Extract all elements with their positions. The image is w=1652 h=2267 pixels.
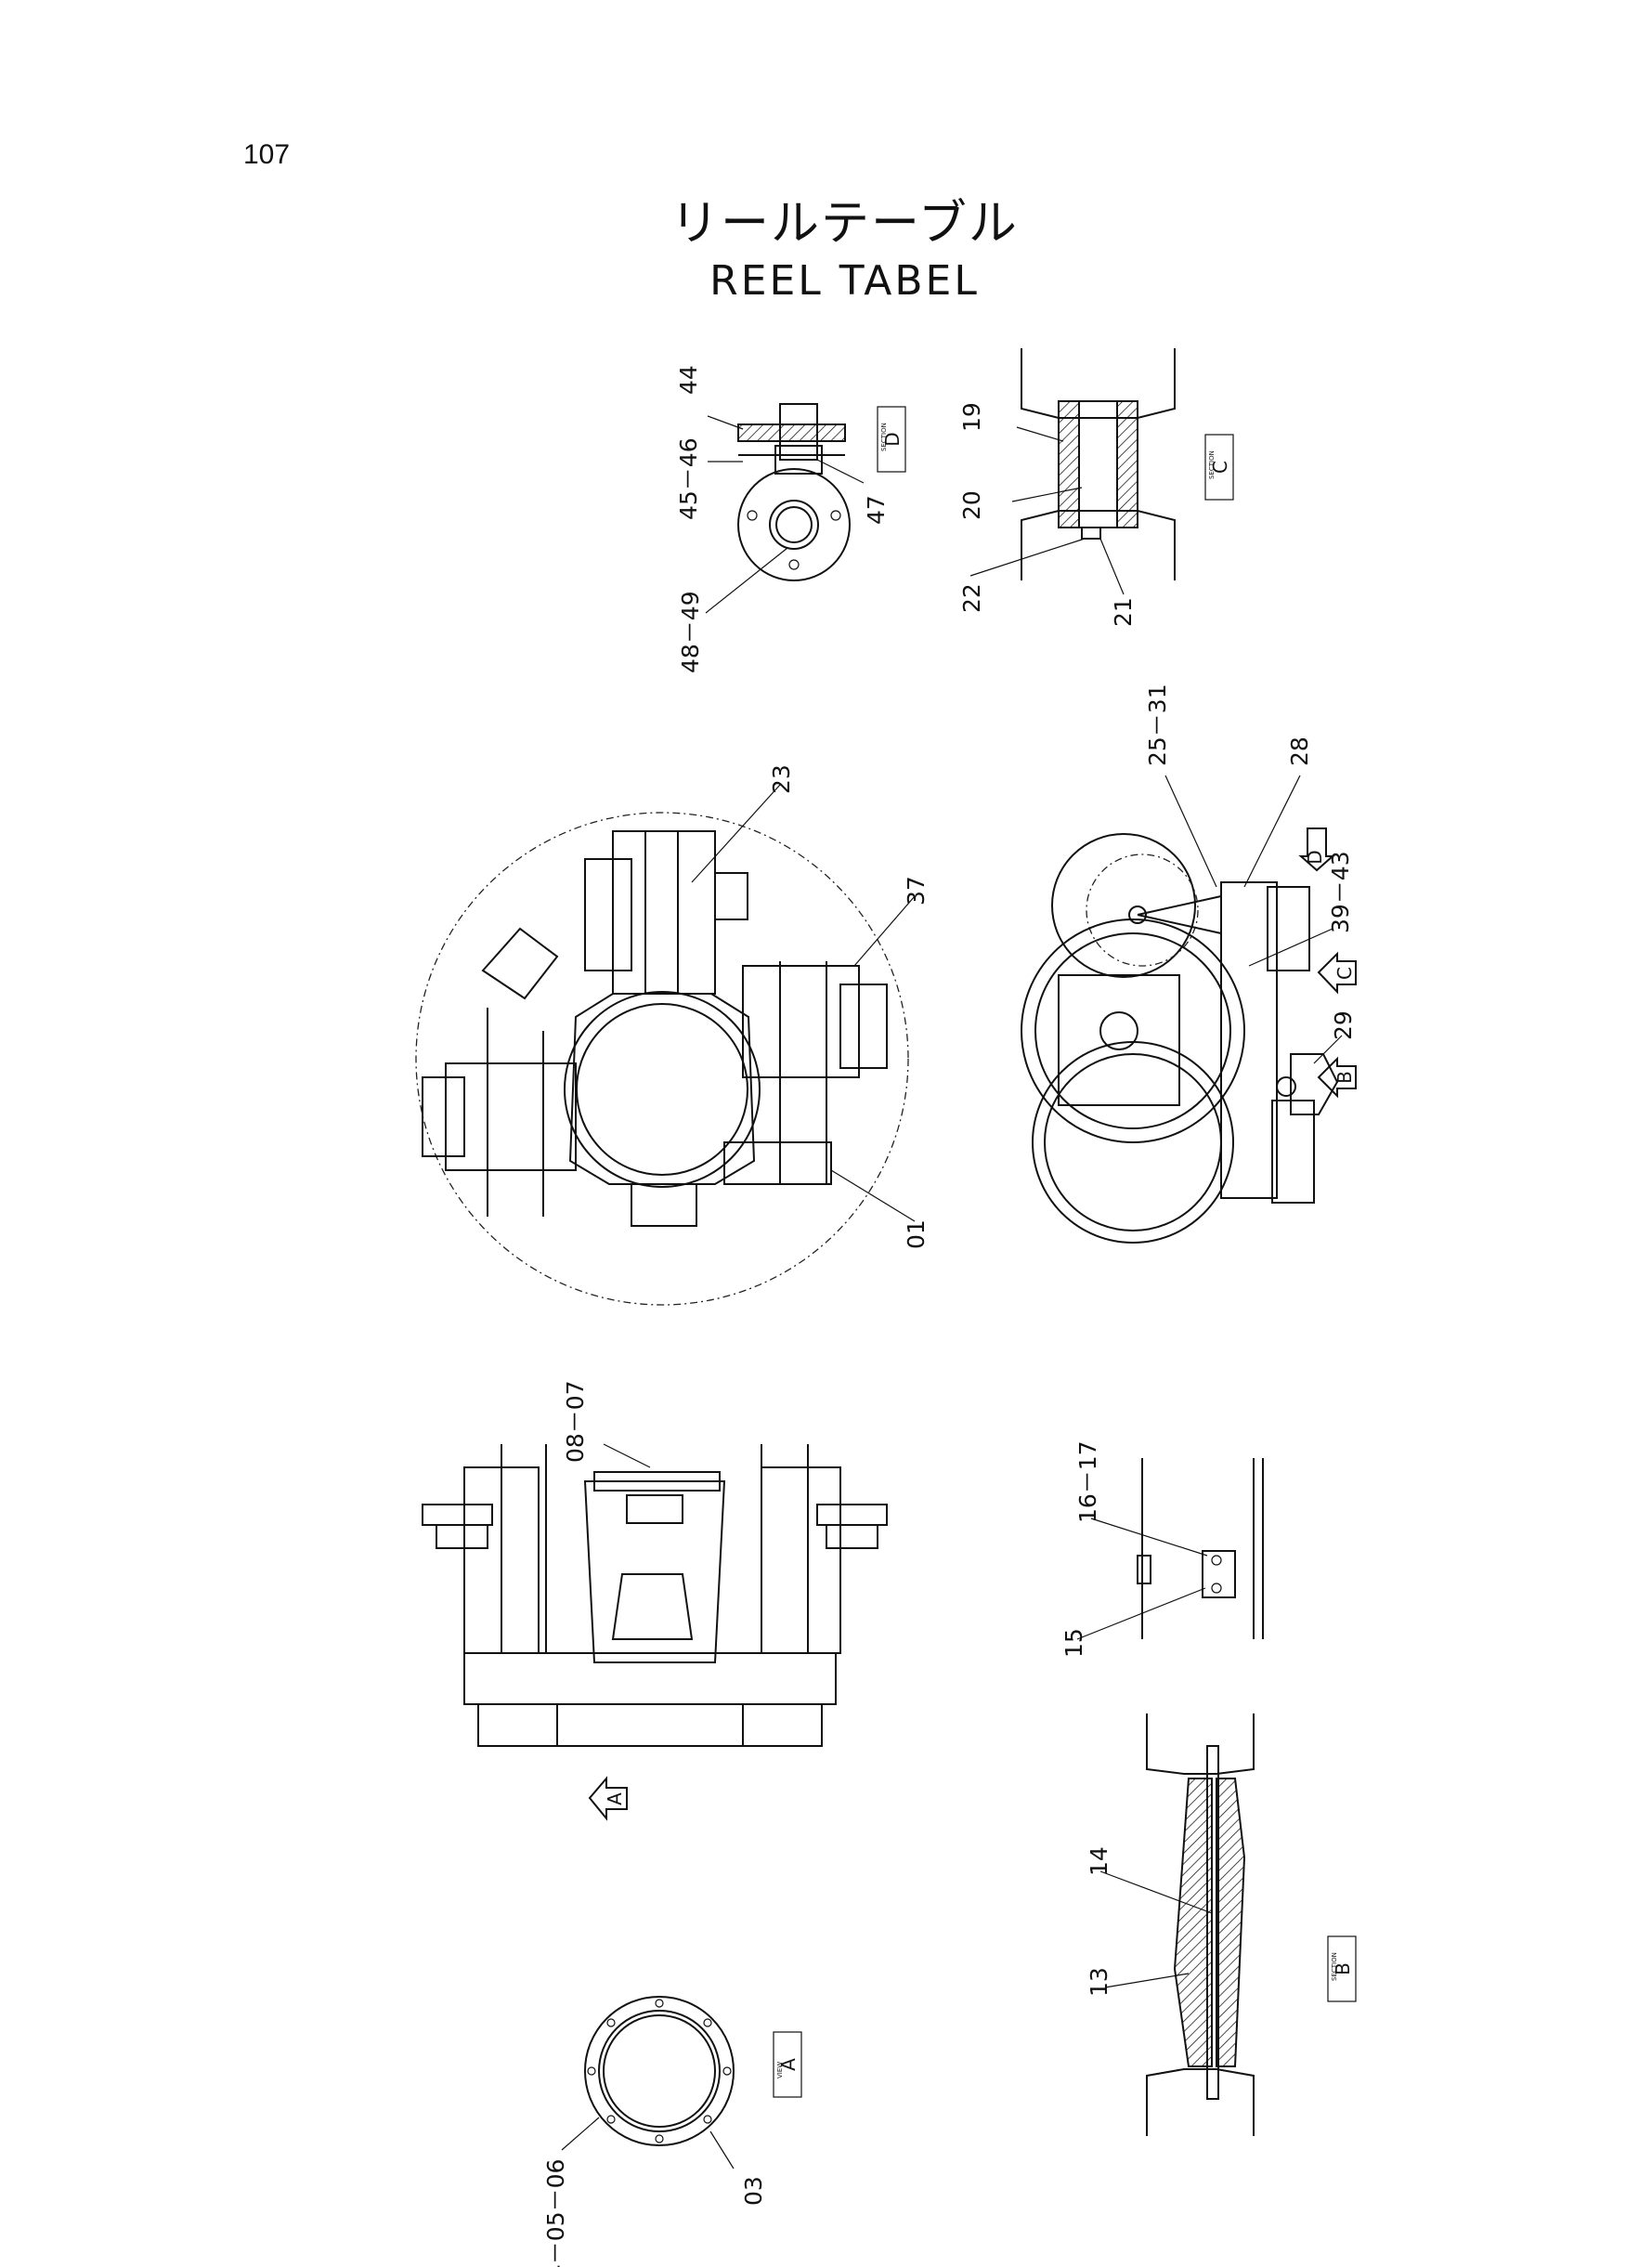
part-label: 23	[768, 764, 795, 794]
title-english: REEL TABEL	[709, 257, 980, 305]
view-arrow-a: A	[588, 1776, 628, 1821]
part-label: 13	[1086, 1967, 1112, 1997]
section-b-detail	[1099, 1713, 1255, 2136]
part-label: 16－17	[1074, 1440, 1101, 1523]
svg-text:SECTION: SECTION	[1331, 1952, 1338, 1981]
side-view-right	[1021, 775, 1343, 1244]
part-label: 20	[958, 490, 985, 520]
part-label: 08－07	[562, 1380, 589, 1463]
part-label: 22	[958, 583, 985, 613]
main-top-view	[415, 784, 916, 1306]
svg-text:A: A	[604, 1792, 626, 1805]
part-label: 25－31	[1144, 684, 1171, 766]
front-view	[422, 1443, 888, 1747]
part-label: 15	[1060, 1628, 1087, 1658]
svg-text:B: B	[1332, 1962, 1354, 1975]
title-japanese: リールテーブル	[670, 196, 1019, 252]
part-label: 29	[1330, 1010, 1357, 1040]
svg-text:B: B	[1333, 1071, 1356, 1084]
view-arrow-b: B	[1317, 1056, 1357, 1099]
part-label: 19	[958, 402, 985, 432]
page-title: リールテーブル REEL TABEL	[0, 184, 1652, 305]
section-tag-d: D SECTION	[877, 406, 906, 473]
section-tag-c: C SECTION	[1204, 434, 1234, 501]
section-c-detail	[969, 348, 1176, 595]
view-tag-a: A VIEW	[773, 2031, 802, 2098]
svg-text:C: C	[1333, 967, 1356, 980]
svg-text:C: C	[1209, 461, 1231, 474]
part-label: 03	[740, 2176, 767, 2206]
part-label: 45－46	[675, 437, 702, 520]
svg-text:SECTION: SECTION	[880, 423, 888, 451]
part-label: 14	[1086, 1846, 1112, 1876]
svg-text:VIEW: VIEW	[776, 2062, 784, 2078]
part-label: 39－43	[1327, 851, 1354, 933]
part-label: 21	[1110, 597, 1137, 627]
view-arrow-c: C	[1317, 951, 1357, 995]
svg-text:A: A	[777, 2058, 800, 2071]
part-label: 37	[903, 876, 930, 905]
section-tag-b: B SECTION	[1327, 1935, 1357, 2002]
pin-detail	[1076, 1458, 1264, 1640]
svg-text:D: D	[1304, 850, 1326, 864]
part-label: 28	[1286, 736, 1313, 766]
page-number: 107	[243, 139, 291, 170]
view-a-flange	[561, 1996, 735, 2169]
part-label: 47	[863, 495, 890, 525]
view-arrow-d: D	[1298, 827, 1335, 872]
part-label: 44	[675, 365, 702, 395]
part-label: 04－05－06	[542, 2159, 569, 2267]
svg-text:D: D	[881, 432, 904, 446]
svg-text:SECTION: SECTION	[1208, 450, 1216, 479]
section-d-detail	[705, 403, 865, 614]
part-label: 01	[903, 1219, 930, 1249]
part-labels: 44 45－46 47 48－49 19 20 22 21 23 37 01 2…	[542, 365, 1357, 2267]
part-label: 48－49	[677, 591, 704, 673]
